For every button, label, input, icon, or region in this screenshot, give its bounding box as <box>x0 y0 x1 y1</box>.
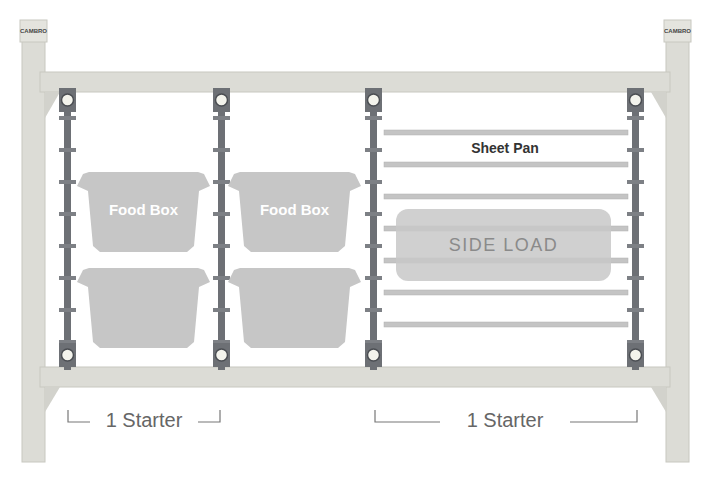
peg <box>213 116 230 120</box>
upright-knob <box>62 94 74 106</box>
food-box-shape <box>228 172 361 252</box>
starter-bracket <box>198 410 220 422</box>
peg <box>59 148 76 152</box>
peg <box>213 212 230 216</box>
upright-knob <box>216 94 228 106</box>
peg <box>365 180 382 184</box>
upright-clip <box>59 343 76 367</box>
upright-clip <box>627 88 644 112</box>
starter-bracket <box>68 410 90 422</box>
upright-knob <box>368 94 380 106</box>
box-label: Food Box <box>109 201 178 218</box>
upright-knob <box>216 349 228 361</box>
peg <box>365 212 382 216</box>
peg <box>213 180 230 184</box>
upright <box>632 88 639 370</box>
side-load-panel: SIDE LOAD <box>396 209 611 281</box>
upright-knob <box>630 94 642 106</box>
food-box <box>77 268 210 348</box>
starter-bracket <box>375 410 440 422</box>
upright-clip <box>365 88 382 112</box>
peg <box>627 308 644 312</box>
sheet-pan <box>384 162 628 167</box>
rail-bracket <box>45 92 60 118</box>
upright-knob <box>368 349 380 361</box>
post-cap <box>20 20 47 42</box>
rail-bracket <box>651 387 666 412</box>
box-label: Food Box <box>260 201 329 218</box>
load-label: SIDE LOAD <box>449 235 559 256</box>
upright <box>218 88 225 370</box>
upright-clip <box>213 88 230 112</box>
peg <box>213 148 230 152</box>
peg <box>59 276 76 280</box>
peg <box>59 244 76 248</box>
peg <box>59 180 76 184</box>
peg <box>627 116 644 120</box>
rail-bracket <box>651 92 666 118</box>
peg <box>627 180 644 184</box>
upright-clip <box>213 343 230 367</box>
peg <box>59 308 76 312</box>
peg <box>213 244 230 248</box>
peg <box>213 308 230 312</box>
upright-clip <box>365 343 382 367</box>
peg <box>365 308 382 312</box>
peg <box>627 212 644 216</box>
upright <box>370 88 377 370</box>
bottom-rail <box>40 367 670 387</box>
food-box: Food Box <box>228 172 361 252</box>
part-name: Sheet Pan <box>471 140 539 156</box>
peg <box>365 244 382 248</box>
post-cap <box>664 20 691 42</box>
starter-label: 1 Starter <box>102 409 187 432</box>
starter-bracket <box>570 410 637 422</box>
upright-knob <box>630 349 642 361</box>
food-box: Food Box <box>77 172 210 252</box>
sheet-pan <box>384 322 628 327</box>
peg <box>213 276 230 280</box>
peg <box>627 276 644 280</box>
sheet-pan <box>384 130 628 135</box>
starter-label: 1 Starter <box>463 409 548 432</box>
sheet-pan <box>384 290 628 295</box>
food-box-shape <box>77 172 210 252</box>
peg <box>627 148 644 152</box>
peg <box>365 148 382 152</box>
peg <box>365 276 382 280</box>
upright <box>64 88 71 370</box>
upright-clip <box>59 88 76 112</box>
upright-knob <box>62 349 74 361</box>
peg <box>627 244 644 248</box>
brand-mark: CAMBRO <box>20 28 47 34</box>
peg <box>59 212 76 216</box>
upright-clip <box>627 343 644 367</box>
peg <box>59 116 76 120</box>
brand-mark: CAMBRO <box>664 28 691 34</box>
peg <box>365 116 382 120</box>
rail-bracket <box>45 387 60 412</box>
top-rail <box>40 72 670 92</box>
food-box <box>228 268 361 348</box>
sheet-pan <box>384 194 628 199</box>
